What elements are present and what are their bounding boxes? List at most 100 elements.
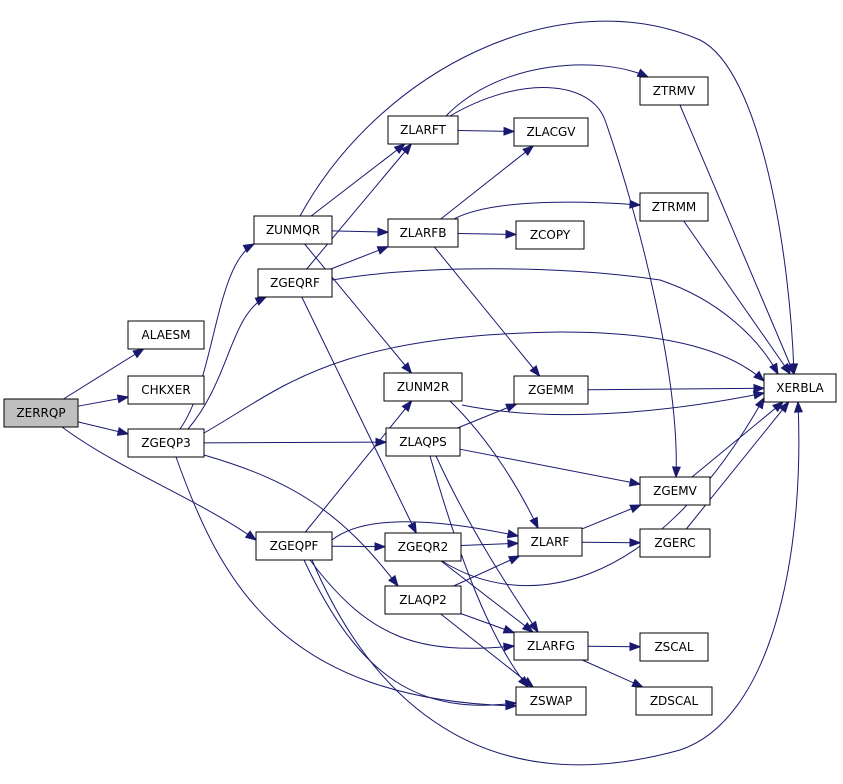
node-zgerc[interactable]: ZGERC xyxy=(639,528,711,558)
node-zscal[interactable]: ZSCAL xyxy=(639,632,709,662)
node-ztrmv[interactable]: ZTRMV xyxy=(639,76,709,106)
edge-zlaqps-to-zswap xyxy=(429,455,529,688)
node-box-zlarfb xyxy=(387,218,459,248)
node-box-zlarft xyxy=(387,115,459,145)
arrowhead-zlaqps-to-zgemm xyxy=(505,403,518,413)
arrowhead-zunmqr-to-zunm2r xyxy=(401,362,413,375)
edge-zgemv-to-xerbla xyxy=(691,401,784,478)
edge-zgeqr2-to-xerbla xyxy=(441,397,765,587)
arrowhead-zgeqp3-to-zgeqrf xyxy=(254,296,268,306)
edge-zgeqp3-to-zunmqr xyxy=(179,243,255,430)
arrowhead-zlaqp2-to-zswap xyxy=(522,676,535,688)
node-box-zgeqp3 xyxy=(127,428,205,458)
node-box-zlacgv xyxy=(513,117,589,147)
node-zlacgv[interactable]: ZLACGV xyxy=(513,117,589,147)
node-zgeqr2[interactable]: ZGEQR2 xyxy=(384,532,462,562)
node-zcopy[interactable]: ZCOPY xyxy=(515,220,585,250)
node-label-alaesm: ALAESM xyxy=(142,328,191,342)
node-label-zscal: ZSCAL xyxy=(654,640,693,654)
edge-zgeqp3-to-xerbla xyxy=(203,331,765,434)
node-box-zdscal xyxy=(635,686,713,716)
edge-zgeqpf-to-xerbla xyxy=(311,401,800,766)
edge-zlarfg-to-zdscal xyxy=(582,659,643,688)
arrowhead-zgeqp3-to-xerbla xyxy=(753,370,766,382)
edge-ztrmv-to-xerbla xyxy=(679,104,795,375)
arrowhead-ztrmm-to-xerbla xyxy=(780,362,792,376)
edge-zlaqps-to-zgemm xyxy=(457,403,517,429)
node-label-zlaqps: ZLAQPS xyxy=(399,435,446,449)
node-box-chkxer xyxy=(127,375,205,405)
node-zunmqr[interactable]: ZUNMQR xyxy=(253,215,333,245)
node-box-zgemv xyxy=(639,476,711,506)
node-label-zgeqrf: ZGEQRF xyxy=(270,276,320,290)
arrowhead-zgeqpf-to-zlarfg xyxy=(503,642,516,652)
node-label-zlarft: ZLARFT xyxy=(400,123,446,137)
node-alaesm[interactable]: ALAESM xyxy=(127,320,205,350)
edge-zgerc-to-xerbla xyxy=(685,401,790,530)
edge-zgeqrf-to-zgeqr2 xyxy=(301,296,417,534)
node-box-zunm2r xyxy=(383,372,463,402)
node-zunm2r[interactable]: ZUNM2R xyxy=(383,372,463,402)
node-zlarfg[interactable]: ZLARFG xyxy=(513,631,589,661)
node-zswap[interactable]: ZSWAP xyxy=(515,686,587,716)
arrowhead-zgeqp3-to-zlaqp2 xyxy=(388,574,399,588)
edge-zunm2r-to-xerbla xyxy=(461,392,765,416)
node-zlaqp2[interactable]: ZLAQP2 xyxy=(384,585,462,615)
node-box-zswap xyxy=(515,686,587,716)
edge-zunmqr-to-zlarft xyxy=(310,143,406,217)
arrowhead-zerrqp-to-alaesm xyxy=(132,348,145,359)
node-label-ztrmm: ZTRMM xyxy=(652,200,697,214)
arrowhead-zlarfb-to-zgemm xyxy=(529,365,541,378)
edge-zgeqp3-to-zlaqp2 xyxy=(203,454,399,587)
arrowhead-zgerc-to-xerbla xyxy=(778,400,790,414)
node-box-xerbla xyxy=(763,373,837,403)
arrowhead-zgeqpf-to-zunm2r xyxy=(401,399,413,413)
node-label-zgeqr2: ZGEQR2 xyxy=(398,540,449,554)
edge-zlarfb-to-zgemm xyxy=(434,246,540,377)
node-zgeqpf[interactable]: ZGEQPF xyxy=(255,531,333,561)
node-zlarft[interactable]: ZLARFT xyxy=(387,115,459,145)
node-box-zscal xyxy=(639,632,709,662)
node-label-zgeqpf: ZGEQPF xyxy=(270,539,319,553)
arrowhead-zlarfg-to-zscal xyxy=(629,642,642,652)
node-zlaqps[interactable]: ZLAQPS xyxy=(385,427,461,457)
arrowhead-zgeqp3-to-zunmqr xyxy=(242,243,256,253)
node-label-zswap: ZSWAP xyxy=(530,694,573,708)
arrowhead-zgeqrf-to-zgeqr2 xyxy=(407,521,417,535)
node-zlarf[interactable]: ZLARF xyxy=(517,527,583,557)
node-box-zgeqr2 xyxy=(384,532,462,562)
edge-zlarft-to-ztrmv xyxy=(445,64,649,117)
arrowhead-zerrqp-to-zgeqp3 xyxy=(116,427,130,436)
arrowhead-zgeqr2-to-zlarfg xyxy=(521,621,535,633)
arrowhead-zunm2r-to-zlarf xyxy=(529,516,539,530)
node-box-ztrmv xyxy=(639,76,709,106)
node-box-zgerc xyxy=(639,528,711,558)
node-zgemv[interactable]: ZGEMV xyxy=(639,476,711,506)
node-label-ztrmv: ZTRMV xyxy=(653,84,696,98)
edge-zerrqp-to-alaesm xyxy=(63,348,144,400)
node-zdscal[interactable]: ZDSCAL xyxy=(635,686,713,716)
node-zgemm[interactable]: ZGEMM xyxy=(513,375,589,405)
node-zlarfb[interactable]: ZLARFB xyxy=(387,218,459,248)
node-zerrqp[interactable]: ZERRQP xyxy=(3,398,79,428)
arrowhead-zlarf-to-zgemv xyxy=(629,504,642,514)
node-label-zlarfg: ZLARFG xyxy=(527,639,575,653)
edge-zgeqp3-to-zswap xyxy=(175,456,517,707)
arrowhead-zlarfg-to-zdscal xyxy=(631,678,644,688)
node-xerbla[interactable]: XERBLA xyxy=(763,373,837,403)
node-chkxer[interactable]: CHKXER xyxy=(127,375,205,405)
node-box-zgeqpf xyxy=(255,531,333,561)
node-box-zgemm xyxy=(513,375,589,405)
node-zgeqp3[interactable]: ZGEQP3 xyxy=(127,428,205,458)
node-ztrmm[interactable]: ZTRMM xyxy=(639,192,709,222)
arrowhead-zlarft-to-zgemv xyxy=(671,466,681,479)
node-zgeqrf[interactable]: ZGEQRF xyxy=(257,268,333,298)
arrowhead-zlaqps-to-zlarfg xyxy=(528,620,539,634)
node-label-chkxer: CHKXER xyxy=(141,383,190,397)
node-box-zcopy xyxy=(515,220,585,250)
edge-zlaqps-to-zgemv xyxy=(459,448,641,485)
arrowhead-zerrqp-to-chkxer xyxy=(116,394,130,404)
arrowhead-zgeqrf-to-zlarft xyxy=(401,142,413,155)
